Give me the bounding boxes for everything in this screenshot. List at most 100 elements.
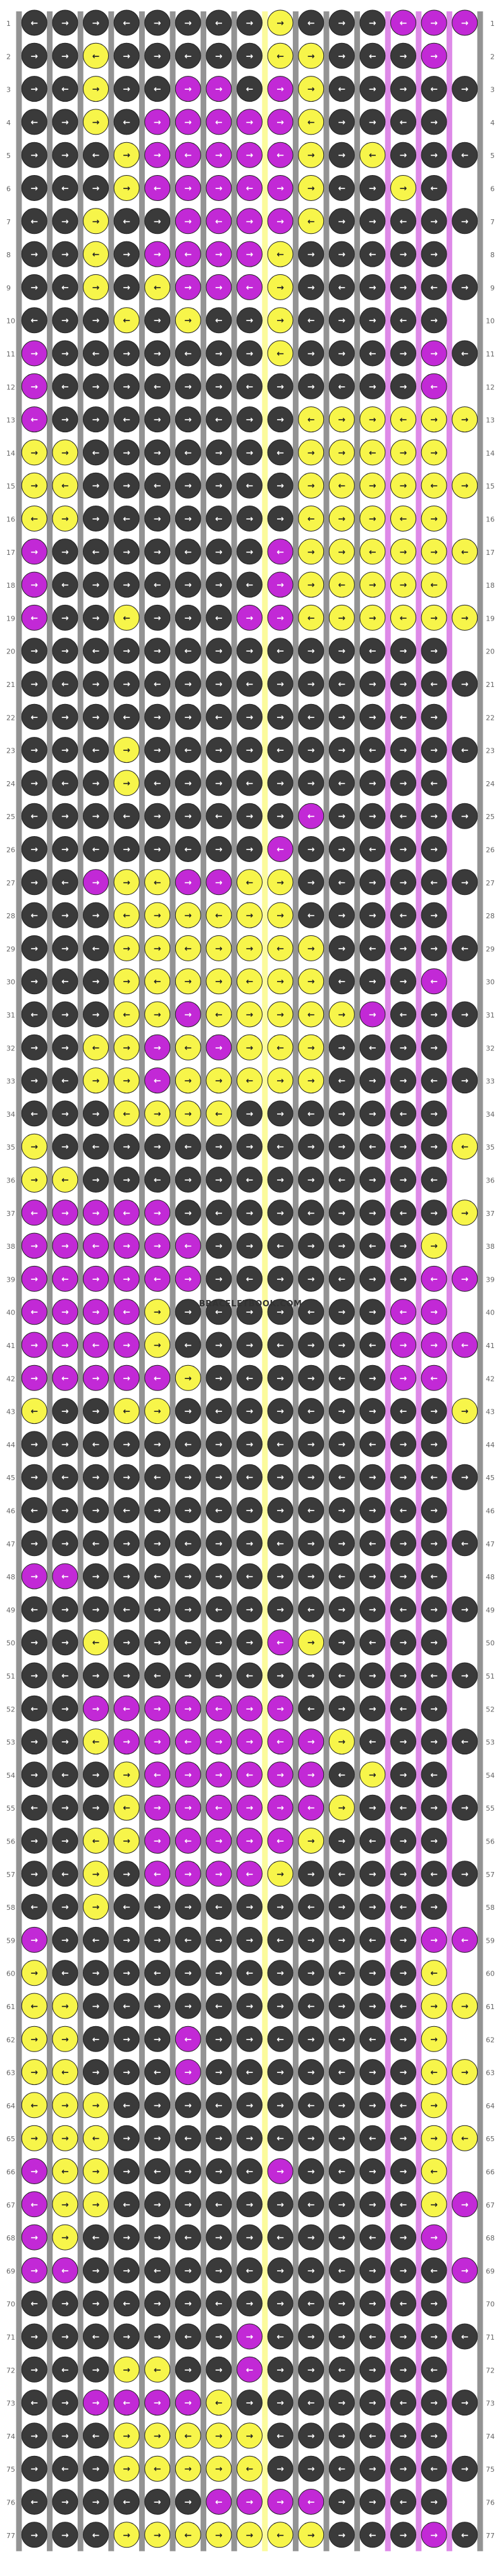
knot: ← bbox=[359, 1034, 386, 1060]
knot-arrow-icon: ← bbox=[461, 944, 469, 954]
knot-circle bbox=[359, 1133, 386, 1160]
knot-arrow-icon: → bbox=[307, 2365, 315, 2375]
knot: → bbox=[175, 2290, 201, 2317]
knot: ← bbox=[175, 1926, 201, 1953]
knot-arrow-icon: → bbox=[276, 1770, 284, 1780]
knot: ← bbox=[267, 737, 294, 763]
knot: ← bbox=[421, 770, 447, 796]
knot-circle bbox=[267, 935, 294, 961]
knot: → bbox=[267, 2356, 294, 2383]
knot-circle bbox=[83, 506, 109, 532]
knot-arrow-icon: ← bbox=[123, 1010, 130, 1020]
knot-arrow-icon: → bbox=[92, 18, 100, 28]
knot: → bbox=[421, 1497, 447, 1523]
knot-arrow-icon: → bbox=[246, 316, 254, 326]
knot: → bbox=[452, 671, 478, 697]
knot-circle bbox=[298, 208, 325, 234]
knot-circle bbox=[328, 737, 355, 763]
knot-circle bbox=[206, 803, 232, 829]
knot-arrow-icon: → bbox=[369, 1407, 376, 1417]
knot-arrow-icon: → bbox=[338, 2498, 345, 2508]
knot: → bbox=[390, 1167, 416, 1193]
knot-arrow-icon: ← bbox=[430, 2068, 438, 2078]
knot-arrow-icon: → bbox=[30, 481, 38, 491]
knot-arrow-icon: ← bbox=[400, 1803, 407, 1813]
knot-arrow-icon: ← bbox=[30, 217, 38, 227]
knot-arrow-icon: ← bbox=[307, 1902, 315, 1912]
knot-arrow-icon: → bbox=[61, 2299, 69, 2309]
knot-circle bbox=[421, 935, 447, 961]
knot-arrow-icon: → bbox=[215, 1176, 223, 1186]
knot-arrow-icon: → bbox=[184, 1373, 192, 1383]
knot: → bbox=[359, 1596, 386, 1622]
knot-arrow-icon: ← bbox=[123, 2498, 130, 2508]
knot-circle bbox=[175, 373, 201, 399]
knot-arrow-icon: → bbox=[369, 2200, 376, 2210]
row-number-right: 56 bbox=[486, 1838, 495, 1846]
knot-circle bbox=[328, 406, 355, 433]
knot-circle bbox=[83, 1133, 109, 1160]
knot-circle bbox=[175, 472, 201, 499]
knot-arrow-icon: ← bbox=[61, 1076, 69, 1086]
knot: → bbox=[237, 2224, 263, 2251]
knot-circle bbox=[52, 307, 78, 334]
knot-circle bbox=[144, 935, 171, 961]
knot-arrow-icon: ← bbox=[92, 1340, 100, 1351]
knot-arrow-icon: ← bbox=[430, 283, 438, 293]
knot: → bbox=[113, 1960, 140, 1986]
knot-arrow-icon: → bbox=[400, 85, 407, 95]
knot-circle bbox=[144, 1299, 171, 1325]
knot: → bbox=[206, 1728, 232, 1755]
row-number-right: 44 bbox=[486, 1441, 495, 1449]
knot: ← bbox=[206, 307, 232, 334]
knot: → bbox=[421, 42, 447, 69]
knot-circle bbox=[21, 274, 47, 300]
knot-arrow-icon: → bbox=[92, 679, 100, 690]
knot-circle bbox=[359, 1067, 386, 1094]
knot: → bbox=[113, 1265, 140, 1292]
knot-arrow-icon: ← bbox=[61, 977, 69, 987]
knot: → bbox=[390, 2026, 416, 2052]
knot-arrow-icon: → bbox=[369, 1176, 376, 1186]
knot: → bbox=[267, 2158, 294, 2184]
knot: → bbox=[237, 9, 263, 36]
row-number-right: 31 bbox=[486, 1011, 495, 1019]
knot-arrow-icon: → bbox=[276, 1572, 284, 1582]
knot: ← bbox=[83, 1728, 109, 1755]
knot: → bbox=[83, 2092, 109, 2118]
knot-arrow-icon: → bbox=[215, 1737, 223, 1747]
row-number-left: 24 bbox=[6, 780, 15, 788]
knot-arrow-icon: → bbox=[123, 184, 130, 194]
row-number-right: 73 bbox=[486, 2400, 495, 2408]
knot-circle bbox=[175, 604, 201, 631]
knot-arrow-icon: → bbox=[307, 1473, 315, 1483]
knot-circle bbox=[328, 340, 355, 367]
knot-arrow-icon: → bbox=[61, 118, 69, 128]
knot-arrow-icon: → bbox=[92, 481, 100, 491]
knot-arrow-icon: ← bbox=[369, 2431, 376, 2441]
knot-arrow-icon: ← bbox=[246, 2266, 254, 2276]
knot-arrow-icon: → bbox=[369, 1969, 376, 1979]
knot: → bbox=[144, 2092, 171, 2118]
knot: ← bbox=[175, 1034, 201, 1060]
knot-circle bbox=[267, 737, 294, 763]
knot: → bbox=[298, 737, 325, 763]
knot-circle bbox=[328, 604, 355, 631]
knot-arrow-icon: → bbox=[430, 2034, 438, 2044]
row-number-right: 8 bbox=[490, 251, 495, 259]
knot: → bbox=[52, 241, 78, 267]
knot: ← bbox=[144, 869, 171, 896]
knot-circle bbox=[390, 968, 416, 995]
knot-arrow-icon: → bbox=[184, 1506, 192, 1516]
knot: → bbox=[237, 1200, 263, 1226]
knot-arrow-icon: ← bbox=[369, 1241, 376, 1251]
knot-arrow-icon: → bbox=[276, 1076, 284, 1086]
knot: → bbox=[421, 2323, 447, 2350]
knot-circle bbox=[237, 968, 263, 995]
knot-arrow-icon: ← bbox=[430, 878, 438, 888]
knot: ← bbox=[144, 2059, 171, 2086]
knot-arrow-icon: → bbox=[30, 1440, 38, 1450]
knot: → bbox=[421, 737, 447, 763]
knot-circle bbox=[452, 1133, 478, 1160]
knot-circle bbox=[175, 406, 201, 433]
